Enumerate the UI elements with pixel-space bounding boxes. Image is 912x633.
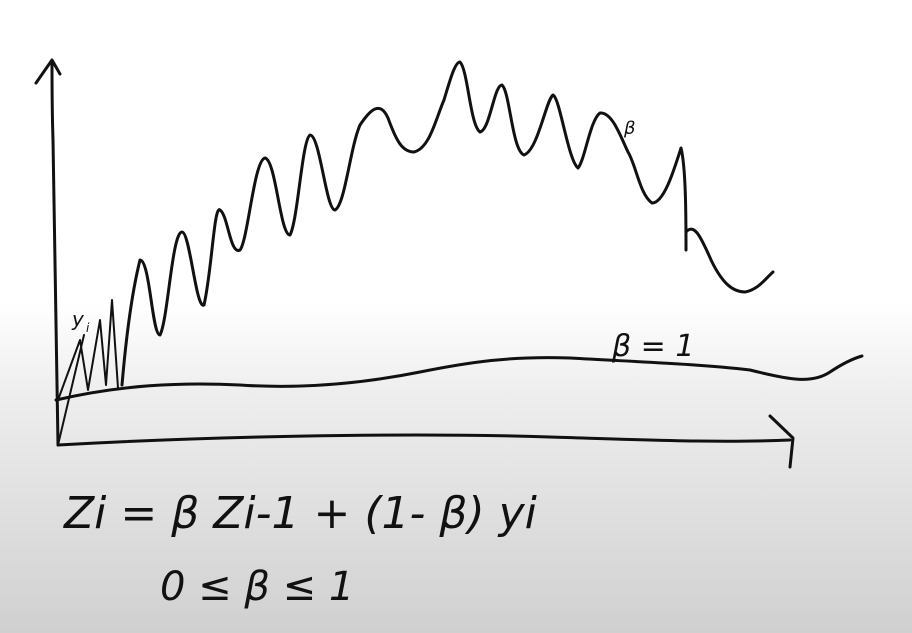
- x-axis-arrowhead: [768, 414, 795, 469]
- oscillating-curve-tail: [684, 227, 775, 294]
- x-axis: [56, 433, 792, 447]
- initial-spikes: [57, 299, 119, 401]
- curve-beta-label: β: [623, 118, 636, 139]
- signal-label: y: [71, 307, 85, 331]
- oscillating-curve: [120, 60, 688, 387]
- y-axis-arrowhead: [34, 58, 62, 85]
- flat-curve-label: β = 1: [611, 329, 694, 364]
- update-formula: Zi = β Zi-1 + (1- β) yi: [63, 488, 538, 539]
- y-axis: [50, 60, 60, 447]
- origin-ray: [57, 334, 85, 446]
- flat-curve: [54, 354, 864, 402]
- signal-subscript: i: [86, 321, 90, 335]
- constraint-formula: 0 ≤ β ≤ 1: [160, 564, 354, 610]
